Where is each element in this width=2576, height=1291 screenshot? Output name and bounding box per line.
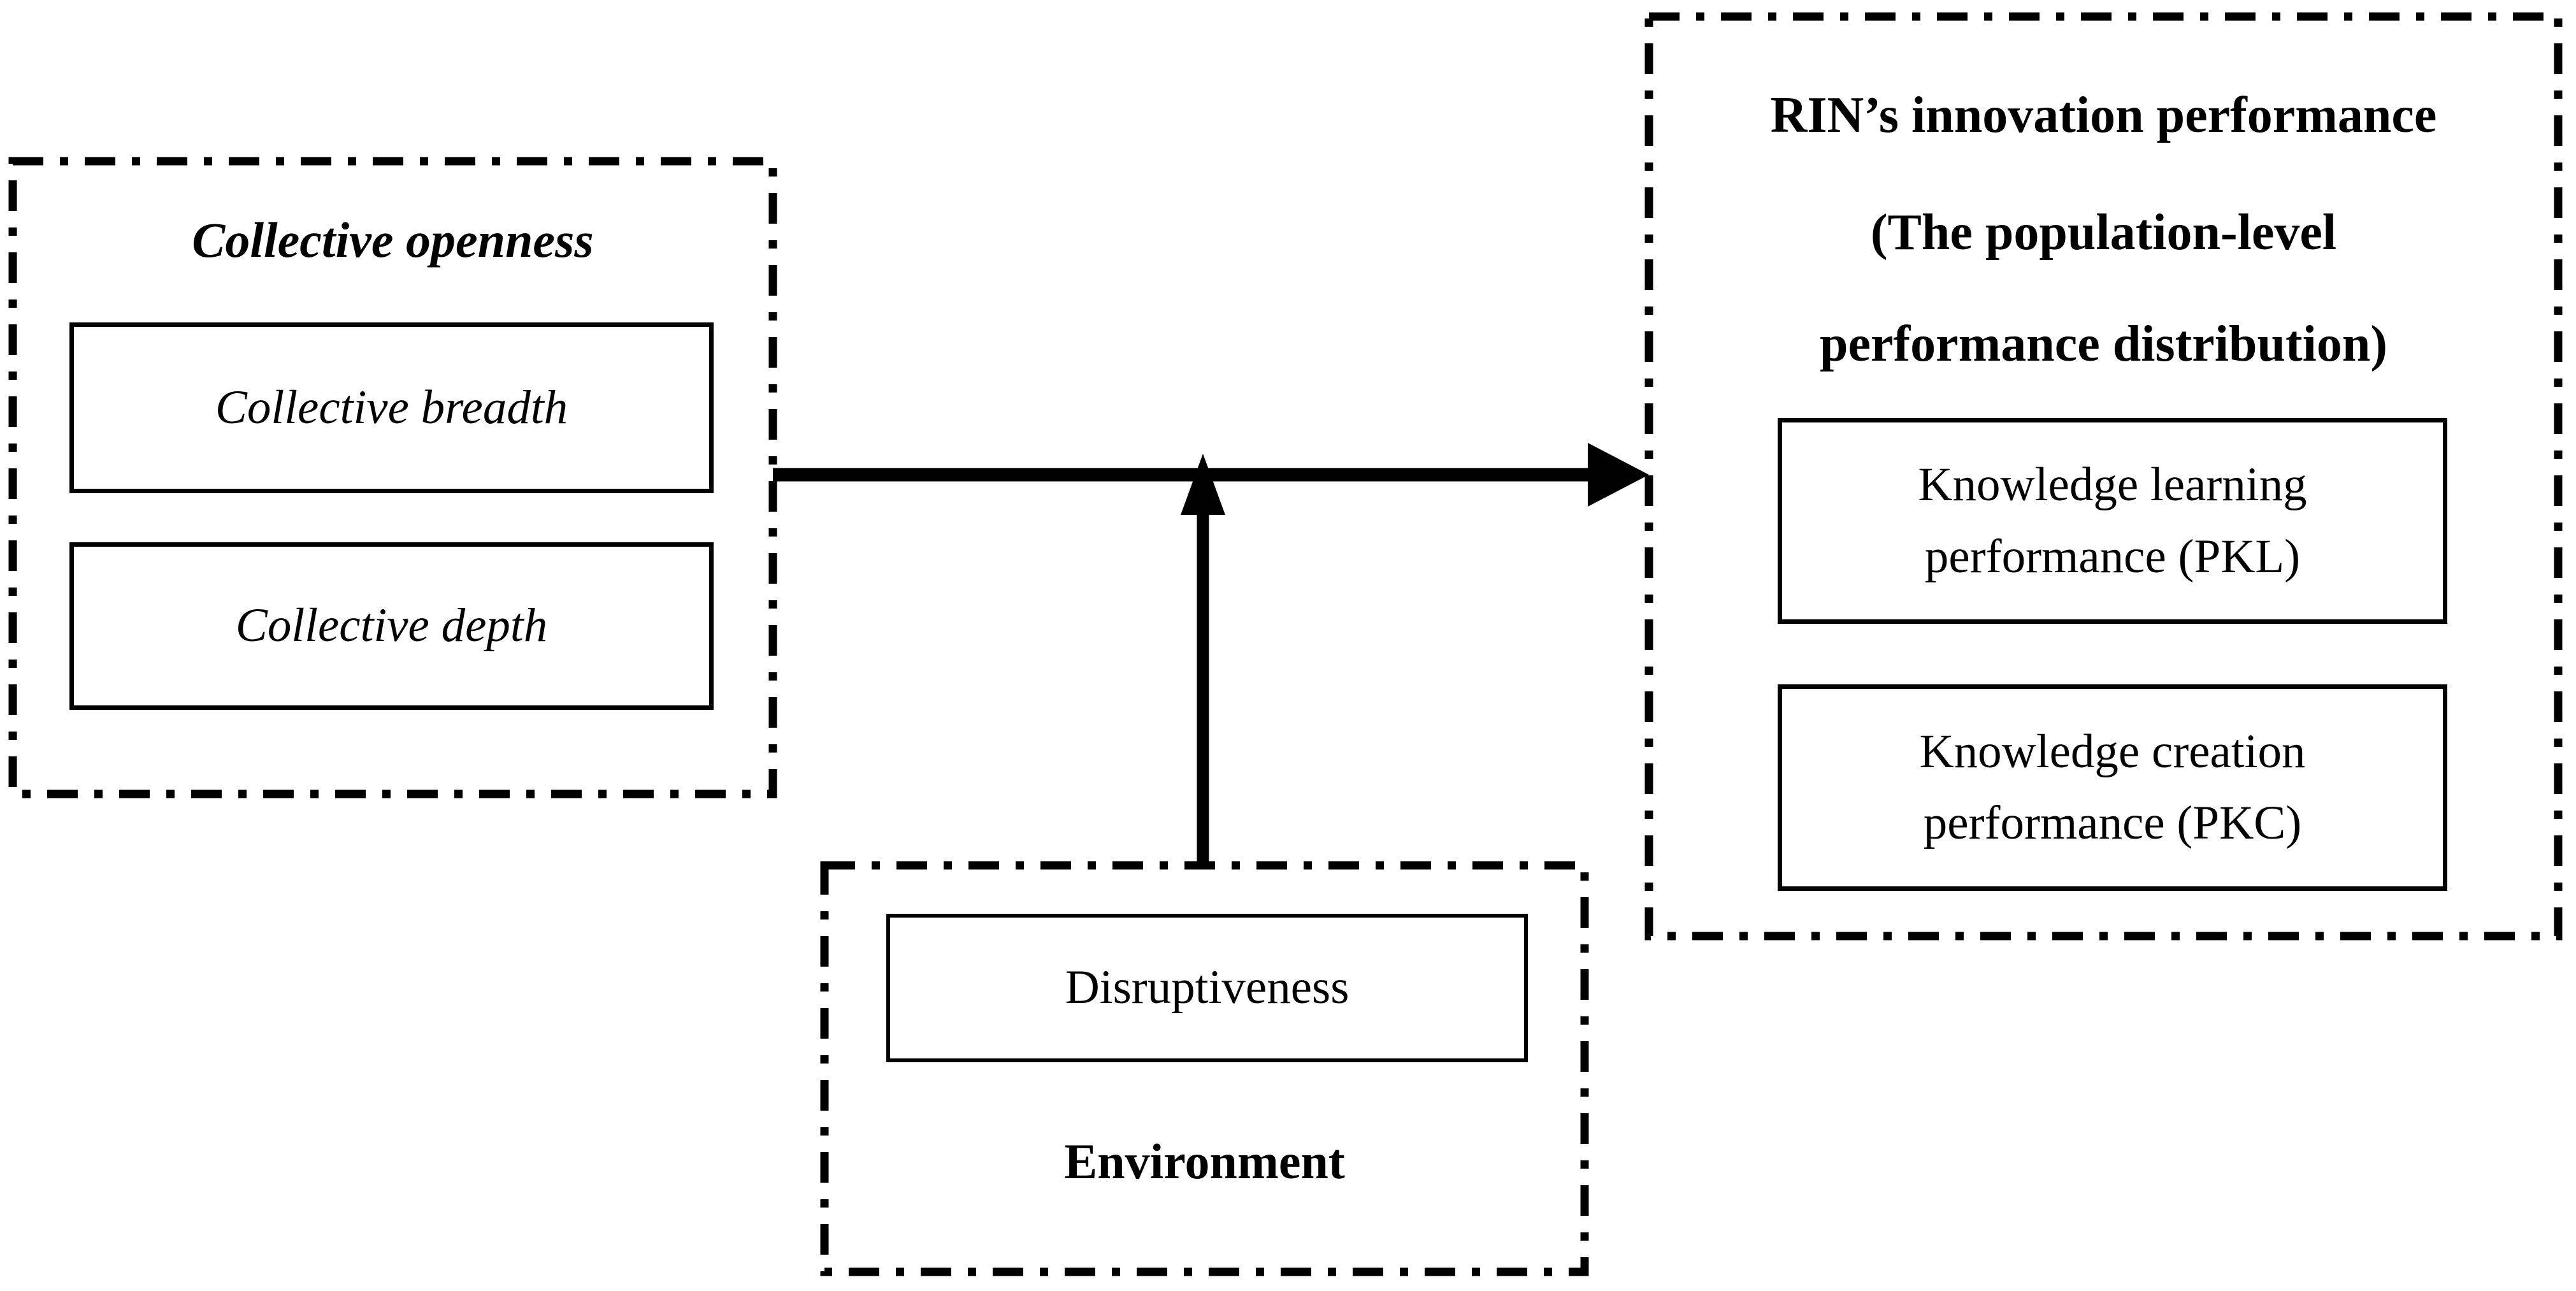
rin-performance-title-line2: (The population-level (1870, 204, 2337, 261)
collective-breadth-box: Collective breadth (69, 322, 714, 493)
collective-openness-title: Collective openness (192, 212, 594, 268)
rin-performance-group-border (1644, 12, 2563, 941)
collective-depth-label: Collective depth (235, 599, 548, 653)
collective-openness-group-border (8, 157, 777, 798)
rin-performance-title-line3: performance distribution) (1819, 315, 2387, 372)
knowledge-learning-performance-label: Knowledge learning performance (PKL) (1918, 458, 2307, 583)
rin-performance-title-line1: RIN’s innovation performance (1770, 87, 2437, 143)
knowledge-creation-performance-label: Knowledge creation performance (PKC) (1919, 725, 2306, 850)
collective-breadth-label: Collective breadth (215, 380, 568, 434)
disruptiveness-box: Disruptiveness (886, 914, 1528, 1062)
knowledge-creation-performance-box: Knowledge creation performance (PKC) (1778, 684, 2447, 891)
disruptiveness-label: Disruptiveness (1065, 961, 1349, 1014)
environment-title: Environment (1064, 1134, 1345, 1190)
main-effect-arrow (773, 443, 1649, 507)
knowledge-learning-performance-box: Knowledge learning performance (PKL) (1778, 418, 2447, 624)
collective-depth-box: Collective depth (69, 542, 714, 710)
moderation-arrow (1181, 454, 1225, 867)
